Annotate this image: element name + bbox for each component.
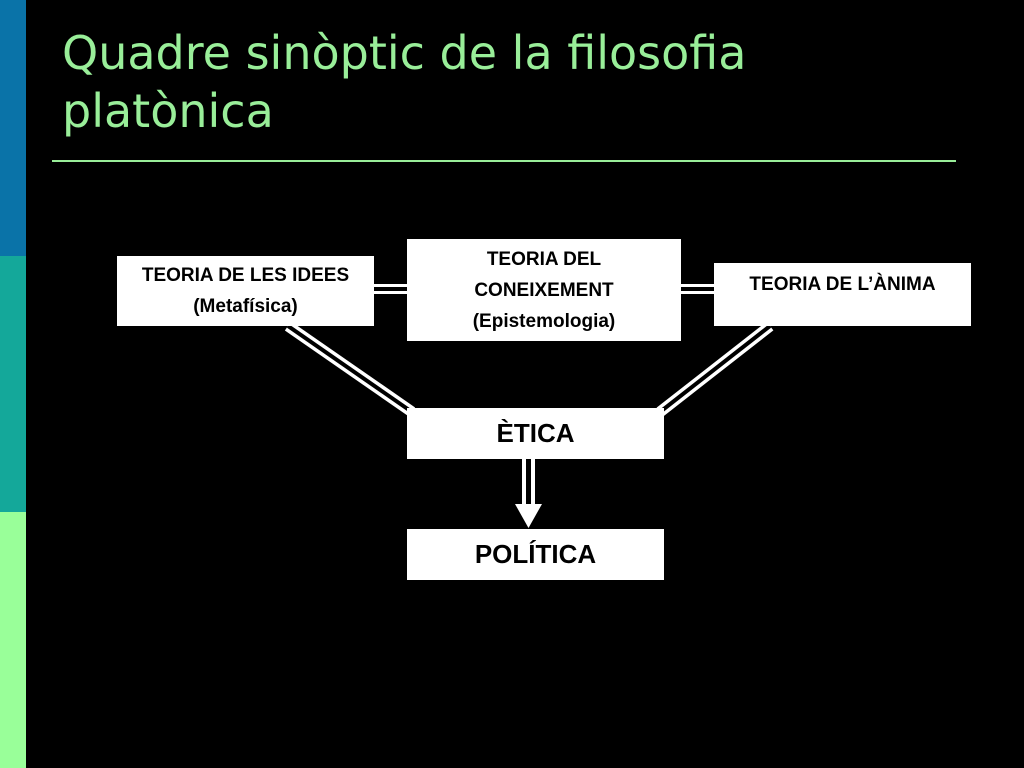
node-teoria-idees-line1: TEORIA DE LES IDEES [141,265,350,286]
sidebar-stripe-bottom [0,512,26,768]
node-teoria-coneixement-line3: (Epistemologia) [472,310,616,332]
sidebar-stripe-middle [0,256,26,512]
connector-coneixement-anima [681,284,714,294]
node-teoria-idees-line2: (Metafísica) [193,296,298,317]
title-underline [52,160,956,162]
connector-anima-etica [656,321,774,417]
node-teoria-coneixement-line2: CONEIXEMENT [474,279,614,301]
arrow-etica-politica [515,459,542,528]
node-teoria-coneixement: TEORIA DEL CONEIXEMENT (Epistemologia) [407,239,681,341]
node-teoria-coneixement-line1: TEORIA DEL [486,248,602,270]
slide-title: Quadre sinòptic de la filosofia platònic… [62,26,747,138]
sidebar-stripe-top [0,0,26,256]
node-teoria-idees: TEORIA DE LES IDEES (Metafísica) [117,256,374,326]
node-teoria-anima: TEORIA DE L’ÀNIMA [714,263,971,326]
node-etica-label: ÈTICA [496,418,575,448]
connector-idees-coneixement [374,284,407,294]
connector-idees-etica [284,321,416,417]
node-politica: POLÍTICA [407,529,664,580]
node-teoria-anima-line1: TEORIA DE L’ÀNIMA [749,274,936,295]
node-politica-label: POLÍTICA [474,539,597,569]
node-etica: ÈTICA [407,408,664,459]
